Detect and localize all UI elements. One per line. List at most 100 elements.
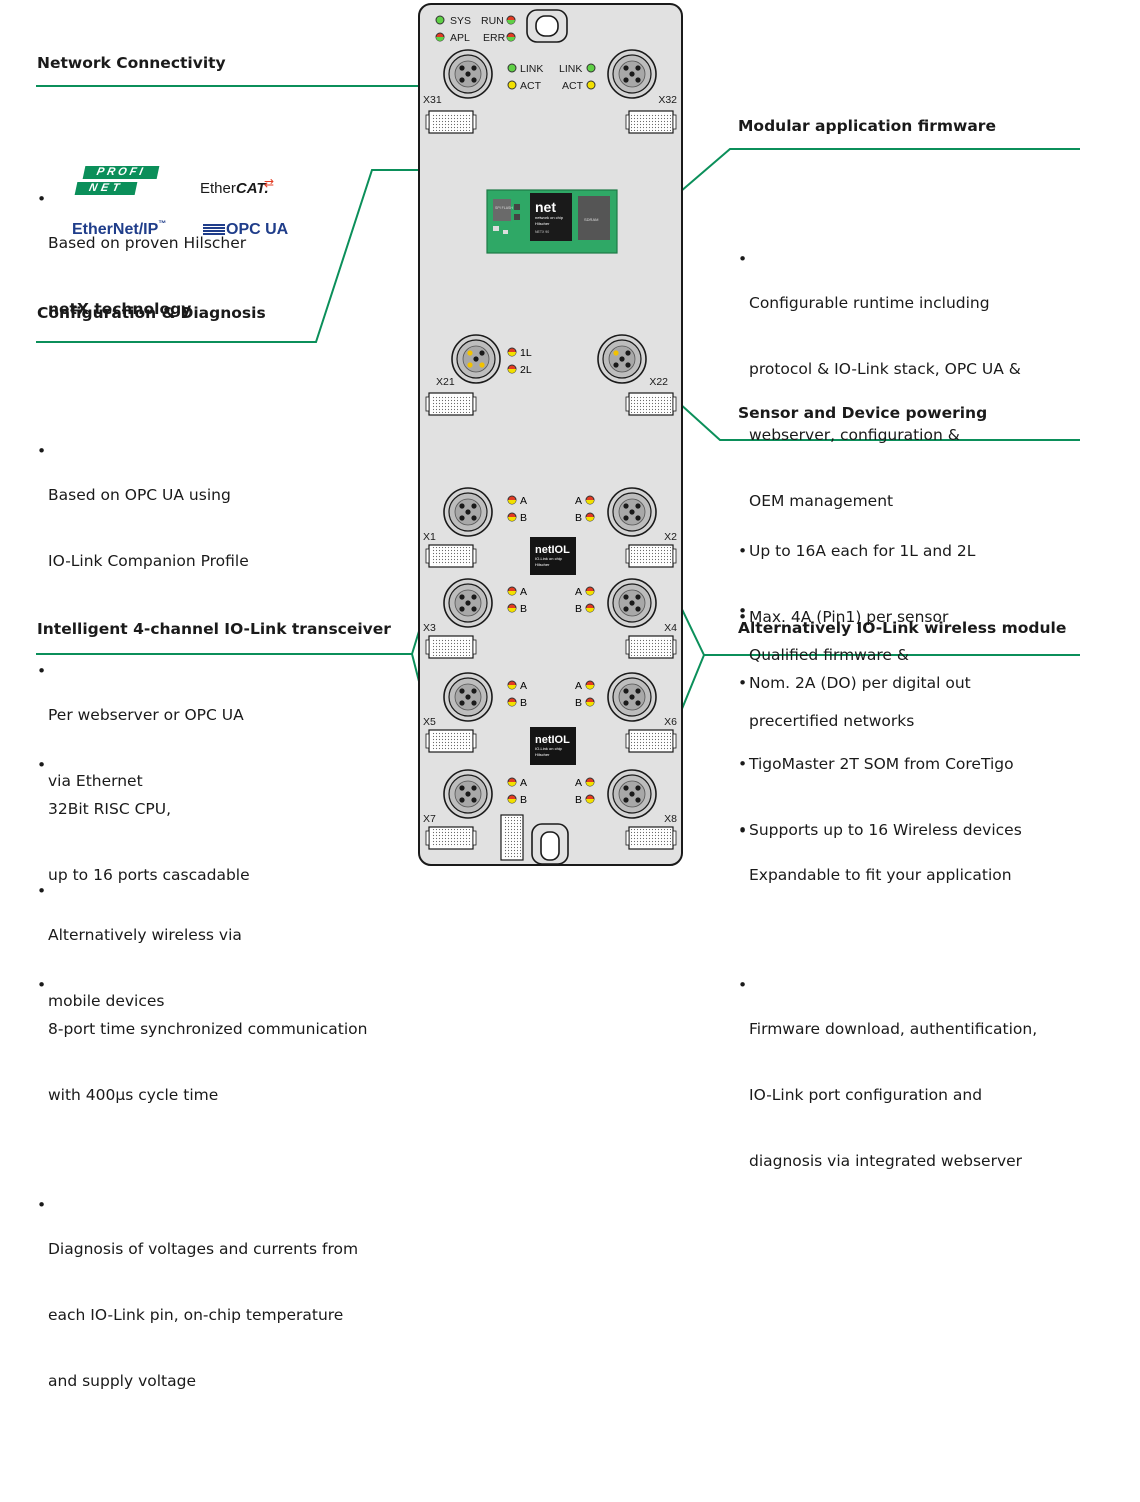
transceiver-bullet-3-line-1: Diagnosis of voltages and currents from [48, 1240, 359, 1258]
x4-label-patch [625, 635, 677, 659]
x8-pin-2 [635, 785, 641, 791]
iol-chip-top-line1: IO-Link on chip [535, 556, 563, 561]
x5-pin-2 [471, 688, 477, 694]
x21-pin-5 [473, 356, 479, 362]
powering-bullets: Up to 16A each for 1L and 2L Max. 4A (Pi… [738, 452, 975, 760]
firmware-bullet-1-line-4: OEM management [749, 492, 894, 510]
x7-connector [443, 769, 493, 819]
x31-connector [443, 49, 493, 99]
ethernetip-ip: /IP [138, 221, 159, 238]
x3-pin-5 [465, 600, 471, 606]
x32-pin-5 [629, 71, 635, 77]
opcua-text: OPC UA [226, 221, 289, 238]
x5-pin-5 [465, 694, 471, 700]
network-bullet-1-line-2: netX technology [48, 300, 192, 318]
x6-pin-2 [635, 688, 641, 694]
ethernetip-tm: ™ [158, 219, 167, 228]
x4-right-label-a: A [575, 586, 582, 598]
config-bullet-2-line-1: Per webserver or OPC UA [48, 706, 244, 724]
transceiver-bullet-3-line-3: and supply voltage [48, 1372, 196, 1390]
x6-pin-4 [635, 700, 641, 706]
opcua-logo: OPC UA [203, 219, 288, 241]
x3-left-label-a: A [520, 586, 527, 598]
iol-chip-top: netIOL IO-Link on chip Hilscher [530, 537, 576, 575]
firmware-bullet-1-line-2: protocol & IO-Link stack, OPC UA & [749, 360, 1021, 378]
netx-line1: network on chip [535, 215, 564, 220]
x31-pin-4 [471, 77, 477, 83]
led-sys [435, 15, 445, 25]
label-act-right: ACT [562, 80, 584, 92]
x22-label-patch [625, 392, 677, 416]
x21-port-label: X21 [436, 376, 455, 388]
transceiver-bullet-2-line-1: 8-port time synchronized communication [48, 1020, 368, 1038]
powering-bullet-3: Nom. 2A (DO) per digital out [738, 672, 975, 694]
x1-pin-4 [471, 515, 477, 521]
x5-left-label-b: B [520, 697, 527, 709]
wireless-bullet-1-line-1: TigoMaster 2T SOM from CoreTigo [749, 755, 1014, 773]
x8-pin-4 [635, 797, 641, 803]
x8-pin-1 [623, 785, 629, 791]
x6-pin-1 [623, 688, 629, 694]
x4-pin-3 [623, 606, 629, 612]
powering-bullet-2: Max. 4A (Pin1) per sensor [738, 606, 975, 628]
x5-pin-3 [459, 700, 465, 706]
transceiver-title: Intelligent 4-channel IO-Link transceive… [37, 620, 391, 638]
iol-chip-top-line2: Hilscher [535, 562, 550, 567]
wireless-bullet-2: Supports up to 16 Wireless devices [738, 819, 1022, 841]
x21-pin-4 [479, 362, 485, 368]
x2-connector [607, 487, 657, 537]
powering-title: Sensor and Device powering [738, 404, 988, 422]
x8-right-label-b: B [575, 794, 582, 806]
x2-pin-4 [635, 515, 641, 521]
device-illustration: SYS APL RUN ERR LINK ACT LINK ACT SPI FL… [36, 3, 1080, 866]
iol-chip-bottom-line2: Hilscher [535, 752, 550, 757]
x32-label-patch [625, 110, 677, 134]
x8-connector [607, 769, 657, 819]
profinet-bottom: NET [74, 182, 138, 195]
ethercat-arrow-icon: ⇄ [264, 176, 275, 190]
x7-left-label-b: B [520, 794, 527, 806]
firmware-title: Modular application firmware [738, 117, 996, 135]
x1-left-label-a: A [520, 495, 527, 507]
powering-bullet-3-line-1: Nom. 2A (DO) per digital out [749, 674, 971, 692]
x6-port-label: X6 [664, 716, 677, 728]
x1-pin-2 [471, 503, 477, 509]
profinet-logo: PROFI NET [74, 166, 160, 196]
x4-port-label: X4 [664, 622, 677, 634]
label-run: RUN [481, 15, 504, 27]
x6-right-label-a: A [575, 680, 582, 692]
x6-connector [607, 672, 657, 722]
x5-label-patch [425, 729, 477, 753]
x32-port-label: X32 [658, 94, 677, 106]
powering-bullet-1: Up to 16A each for 1L and 2L [738, 540, 975, 562]
x4-right-label-b: B [575, 603, 582, 615]
label-sys: SYS [450, 15, 471, 27]
stage: SYS APL RUN ERR LINK ACT LINK ACT SPI FL… [0, 0, 1140, 869]
powering-bullet-2-line-1: Max. 4A (Pin1) per sensor [749, 608, 949, 626]
sdram-label: SDRAM [584, 217, 598, 222]
label-link-right: LINK [559, 63, 582, 75]
network-bullets: Based on proven Hilscher netX technology [37, 100, 246, 430]
x8-label-patch [625, 826, 677, 850]
firmware-bullet-1-line-1: Configurable runtime including [749, 294, 990, 312]
netx-line2: Hilscher [535, 221, 550, 226]
x31-pin-1 [459, 65, 465, 71]
x6-right-label-b: B [575, 697, 582, 709]
x5-port-label: X5 [423, 716, 436, 728]
x4-pin-2 [635, 594, 641, 600]
netx-brand: net [535, 199, 556, 215]
status-leds: SYS APL RUN ERR [435, 15, 516, 44]
firmware-bullet-4: Firmware download, authentification, IO-… [738, 974, 1037, 1216]
x1-pin-5 [465, 509, 471, 515]
label-apl: APL [450, 32, 470, 44]
x7-label-patch [425, 826, 477, 850]
x7-port-label: X7 [423, 813, 436, 825]
x7-pin-5 [465, 791, 471, 797]
ethernetip-logo: EtherNet/IP™ [72, 219, 166, 241]
firmware-bullet-4-line-1: Firmware download, authentification, [749, 1020, 1038, 1038]
transceiver-bullet-3-line-2: each IO-Link pin, on-chip temperature [48, 1306, 344, 1324]
x2-pin-1 [623, 503, 629, 509]
x1-left-label-b: B [520, 512, 527, 524]
iol-chip-top-brand: netIOL [535, 544, 570, 556]
config-bullet-1: Based on OPC UA using IO-Link Companion … [37, 440, 249, 616]
